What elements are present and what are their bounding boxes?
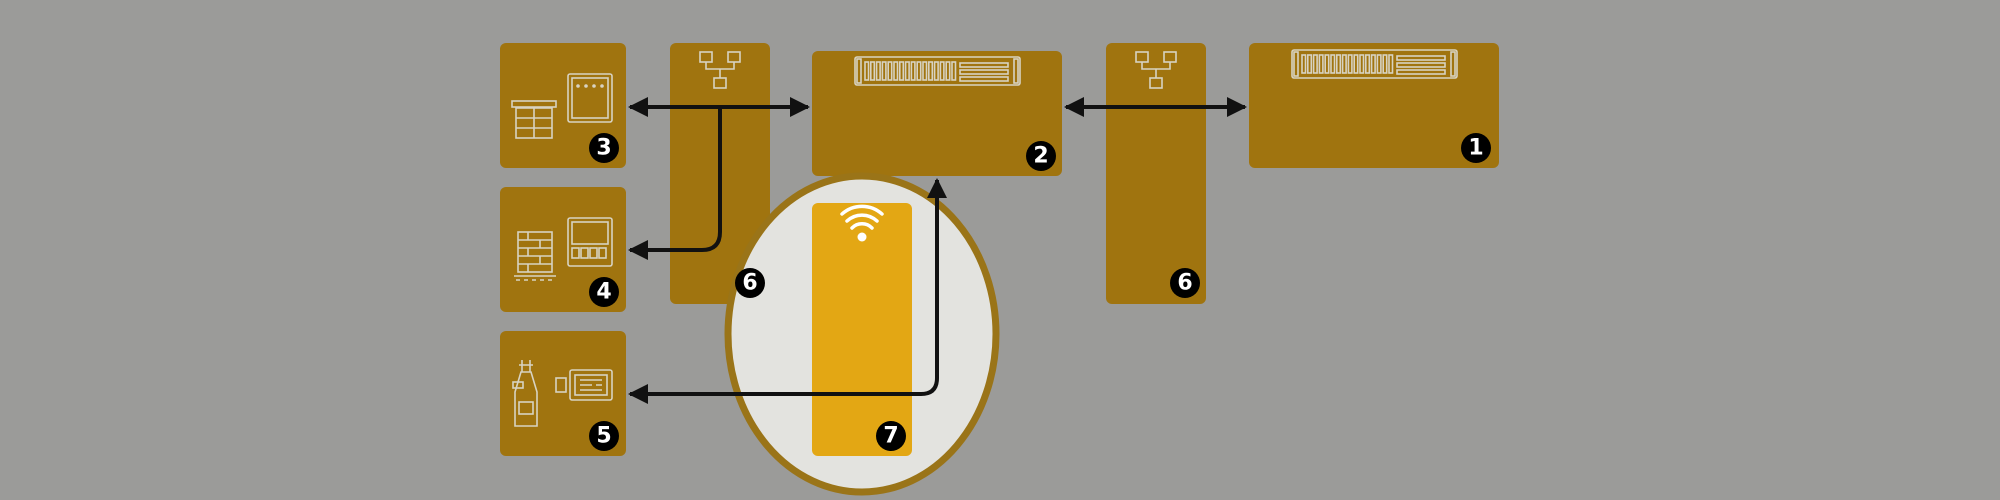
scanner-display-icon (512, 360, 613, 427)
connectors (628, 97, 1247, 404)
svg-text:5: 5 (596, 424, 611, 449)
badge-node-6b: 6 (1170, 268, 1200, 298)
svg-text:3: 3 (596, 136, 611, 161)
badge-node-2: 2 (1026, 141, 1056, 171)
svg-text:4: 4 (596, 280, 611, 305)
badge-node-1: 1 (1461, 133, 1491, 163)
badge-node-6a: 6 (735, 268, 765, 298)
link-2-to-5 (628, 178, 947, 404)
svg-text:1: 1 (1468, 136, 1483, 161)
svg-text:7: 7 (883, 424, 898, 449)
pallet-terminal-icon (514, 217, 613, 281)
rack-server-icon (854, 56, 1021, 86)
network-switch-icon (699, 51, 741, 89)
network-switch-icon (1135, 51, 1177, 89)
badge-node-5: 5 (589, 421, 619, 451)
svg-text:2: 2 (1033, 144, 1048, 169)
svg-text:6: 6 (1177, 271, 1192, 296)
kiosk-terminal-icon (511, 73, 613, 139)
svg-text:6: 6 (742, 271, 757, 296)
node-6b-box (1106, 43, 1206, 304)
rack-server-icon (1291, 49, 1458, 79)
badge-node-7: 7 (876, 421, 906, 451)
badge-node-3: 3 (589, 133, 619, 163)
node-2-box (812, 51, 1062, 176)
badge-node-4: 4 (589, 277, 619, 307)
